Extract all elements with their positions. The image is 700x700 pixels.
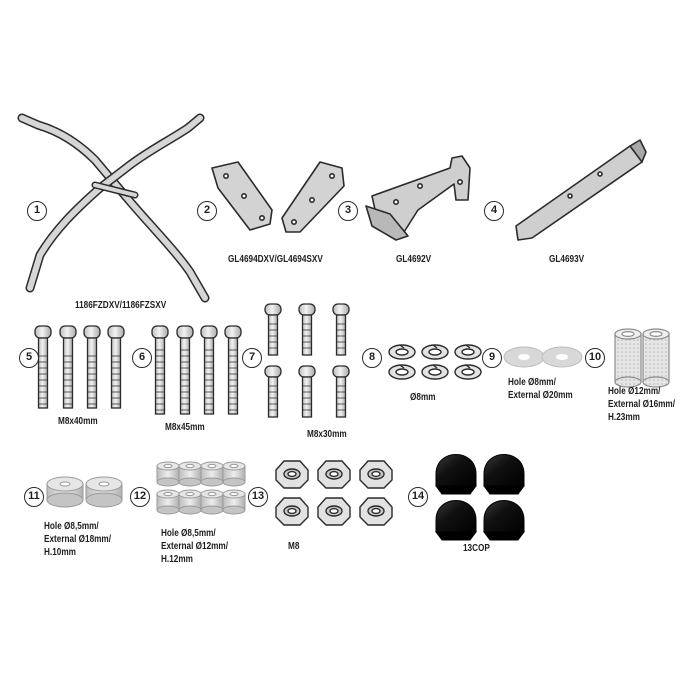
part-1-x-frame [17, 113, 210, 303]
part-3-bracket [365, 155, 471, 241]
part-label-11-line-3: H.10mm [44, 547, 76, 558]
part-label-9-line-1: Hole Ø8mm/ [508, 377, 556, 388]
bolt [332, 303, 350, 356]
bolt [200, 325, 218, 415]
bolt [224, 325, 242, 415]
part-number-8: 8 [362, 348, 382, 368]
bolt [59, 325, 77, 409]
part-label-8-line-1: Ø8mm [410, 392, 436, 403]
bolt [264, 303, 282, 356]
part-11-spacers [46, 476, 123, 508]
part-number-11: 11 [24, 487, 44, 507]
part-number-12: 12 [130, 487, 150, 507]
bolt [107, 325, 125, 409]
part-9-flat-washers [503, 346, 583, 368]
part-number-2: 2 [197, 201, 217, 221]
bolt [34, 325, 52, 409]
part-number-5: 5 [19, 348, 39, 368]
part-12-spacers [156, 461, 246, 515]
part-label-9-line-2: External Ø20mm [508, 390, 573, 401]
part-label-6-line-1: M8x45mm [165, 422, 205, 433]
part-label-10-line-1: Hole Ø12mm/ [608, 386, 661, 397]
part-label-12-line-2: External Ø12mm/ [161, 541, 229, 552]
part-label-10-line-3: H.23mm [608, 412, 640, 423]
bolt [332, 365, 350, 418]
part-number-6: 6 [132, 348, 152, 368]
part-label-3-line-1: GL4692V [396, 254, 432, 265]
part-number-4: 4 [484, 201, 504, 221]
part-6-bolts [151, 325, 242, 415]
part-label-14-line-1: 13COP [463, 543, 490, 554]
part-number-13: 13 [248, 487, 268, 507]
bolt [264, 365, 282, 418]
part-number-1: 1 [27, 201, 47, 221]
part-label-2-line-1: GL4694DXV/GL4694SXV [228, 254, 323, 265]
part-label-12-line-1: Hole Ø8,5mm/ [161, 528, 216, 539]
part-label-11-line-1: Hole Ø8,5mm/ [44, 521, 99, 532]
part-8-lock-washers [388, 344, 482, 380]
bolt [298, 303, 316, 356]
part-label-4-line-1: GL4693V [549, 254, 585, 265]
part-number-10: 10 [585, 348, 605, 368]
part-10-sleeves [614, 328, 670, 388]
part-7-bolts [264, 303, 350, 418]
part-label-11-line-2: External Ø18mm/ [44, 534, 112, 545]
part-number-9: 9 [482, 348, 502, 368]
part-4-bar [515, 139, 647, 241]
part-number-14: 14 [408, 487, 428, 507]
part-13-nuts [275, 460, 393, 526]
part-number-3: 3 [338, 201, 358, 221]
part-number-7: 7 [242, 348, 262, 368]
part-5-bolts [34, 325, 125, 409]
part-label-12-line-3: H.12mm [161, 554, 193, 565]
bolt [298, 365, 316, 418]
part-2-plates [211, 161, 345, 233]
part-label-1-line-1: 1186FZDXV/1186FZSXV [75, 300, 167, 311]
bolt [83, 325, 101, 409]
part-14-caps [435, 454, 525, 541]
part-label-7-line-1: M8x30mm [307, 429, 347, 440]
bolt [176, 325, 194, 415]
part-label-5-line-1: M8x40mm [58, 416, 98, 427]
part-label-13-line-1: M8 [288, 541, 300, 552]
part-label-10-line-2: External Ø16mm/ [608, 399, 676, 410]
bolt [151, 325, 169, 415]
